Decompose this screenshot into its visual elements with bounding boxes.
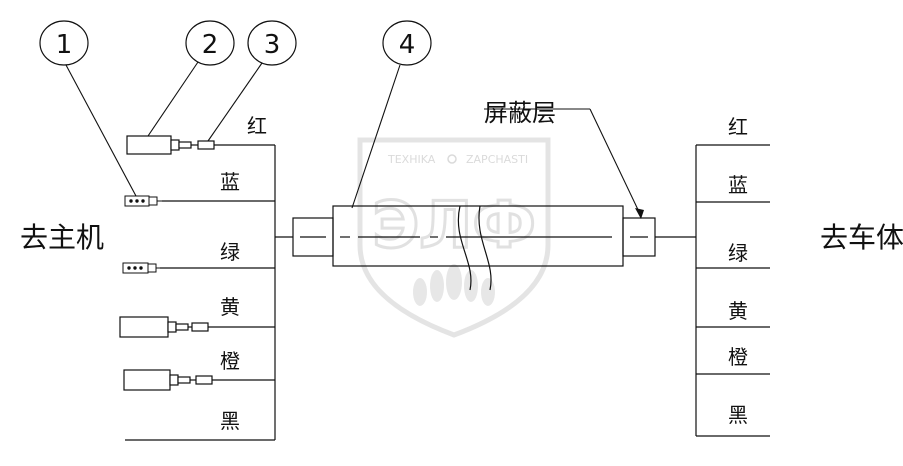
right-wire-blue: 蓝 [728, 173, 748, 197]
right-label: 去车体 [820, 221, 903, 254]
callout-1-circle [39, 20, 89, 66]
connector-orange [123, 369, 213, 391]
connector-red [126, 135, 215, 155]
shield-arrow-icon [635, 208, 644, 219]
watermark-dot-icon [447, 154, 457, 164]
callout-3: 3 [264, 30, 281, 60]
left-wire-lines [125, 144, 293, 441]
callout-2-circle [185, 20, 235, 66]
right-wire-green: 绿 [728, 241, 748, 265]
shield-label: 屏蔽层 [484, 99, 556, 127]
callout-4: 4 [399, 30, 416, 60]
left-wire-black: 黑 [220, 409, 240, 433]
left-wire-blue: 蓝 [220, 170, 240, 194]
terminal-blue [124, 195, 162, 207]
left-label: 去主机 [20, 221, 104, 254]
right-wire-black: 黑 [728, 403, 748, 427]
connector-yellow [119, 316, 209, 338]
left-wire-orange: 橙 [220, 349, 240, 373]
watermark-main: ЭЛФ [372, 189, 536, 263]
terminal-green [122, 262, 160, 274]
right-wire-yellow: 黄 [728, 299, 748, 323]
watermark-top-right: ZAPCHASTI [466, 153, 528, 166]
left-wire-yellow: 黄 [220, 295, 240, 319]
callout-1: 1 [56, 30, 73, 60]
callout-2: 2 [202, 30, 219, 60]
leader-lines [65, 61, 401, 209]
right-wire-orange: 橙 [728, 345, 748, 369]
left-wire-red: 红 [247, 114, 267, 138]
callout-4-circle [382, 20, 432, 66]
right-wire-lines [695, 144, 770, 437]
callout-3-circle [247, 20, 297, 66]
watermark-top-left: TEXHIKA [387, 153, 436, 166]
right-wire-red: 红 [728, 115, 748, 139]
cable-assembly [292, 205, 696, 291]
left-wire-green: 绿 [220, 240, 240, 264]
watermark-wheat-icon [413, 264, 495, 306]
shield-leader [484, 108, 642, 217]
